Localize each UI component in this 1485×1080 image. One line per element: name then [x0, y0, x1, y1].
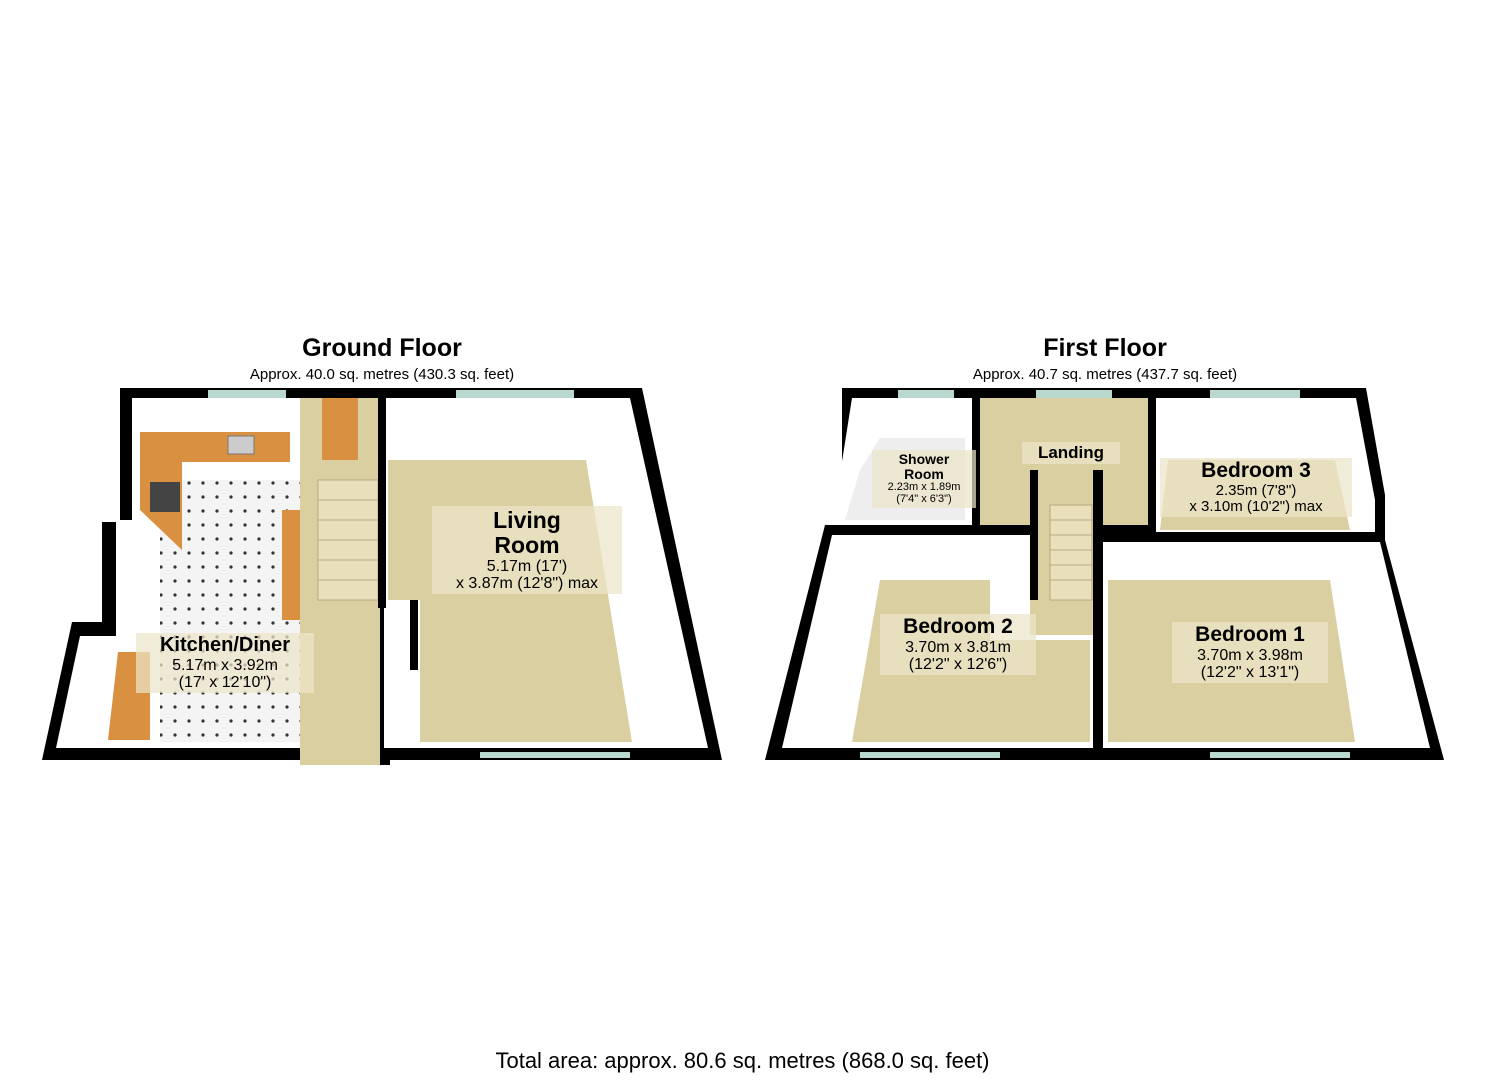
total-area: Total area: approx. 80.6 sq. metres (868… [495, 1048, 990, 1073]
bedroom-3-window [1210, 390, 1300, 398]
shower-room-dim-1: 2.23m x 1.89m [887, 481, 961, 494]
living-room-bay-window [480, 752, 630, 758]
shower-room-name-2: Room [904, 466, 944, 483]
shower-room-dim-2: (7'4" x 6'3") [896, 493, 952, 506]
bedroom-1-window [1210, 752, 1350, 758]
kitchen-worktop-right [282, 510, 302, 620]
kitchen-diner-name: Kitchen/Diner [159, 634, 291, 656]
ground-partition-wall-2 [410, 600, 418, 670]
living-room-window [456, 390, 574, 398]
kitchen-diner-dim-2: (17' x 12'10") [178, 673, 272, 691]
bedroom-1-name: Bedroom 1 [1195, 623, 1305, 646]
bedroom-2-dim-2: (12'2" x 12'6") [908, 655, 1008, 673]
landing-name: Landing [1037, 443, 1105, 462]
living-room-name-1: Living [493, 507, 561, 533]
bedroom-2-name: Bedroom 2 [903, 615, 1013, 638]
landing-label: Landing [1022, 442, 1120, 465]
kitchen-worktop-top [140, 432, 290, 550]
kitchen-diner-label: Kitchen/Diner 5.17m x 3.92m (17' x 12'10… [136, 633, 314, 694]
bedroom-2-window [860, 752, 1000, 758]
first-wall-stairs [1030, 470, 1038, 600]
first-floor-area: Approx. 40.7 sq. metres (437.7 sq. feet) [972, 366, 1238, 383]
first-wall-bed3 [1148, 398, 1156, 538]
first-floor-title: First Floor [1043, 334, 1167, 362]
shower-room-window [898, 390, 954, 398]
living-room-name-2: Room [494, 531, 560, 558]
ground-partition-wall [378, 398, 386, 608]
shower-room-name-1: Shower [898, 451, 950, 467]
landing-window [1036, 390, 1112, 398]
hob-icon [150, 482, 180, 512]
sink-icon [227, 435, 255, 455]
ground-floor-title: Ground Floor [302, 334, 462, 362]
bedroom-3-name: Bedroom 3 [1201, 459, 1311, 482]
shower-room-label: Shower Room 2.23m x 1.89m (7'4" x 6'3") [872, 450, 976, 508]
kitchen-diner-dim-1: 5.17m x 3.92m [172, 656, 278, 674]
bedroom-1-label: Bedroom 1 3.70m x 3.98m (12'2" x 13'1") [1172, 622, 1328, 684]
first-wall-bed2-top [825, 525, 980, 535]
first-stairs [1049, 504, 1093, 601]
bedroom-1-dim-2: (12'2" x 13'1") [1200, 663, 1300, 681]
first-wall-center [1093, 470, 1103, 750]
kitchen-window [208, 390, 286, 398]
bedroom-3-dim-1: 2.35m (7'8") [1215, 481, 1297, 499]
first-wall-bed1-top [1148, 532, 1383, 542]
living-room-dim-1: 5.17m (17') [486, 557, 568, 575]
bedroom-3-label: Bedroom 3 2.35m (7'8") x 3.10m (10'2") m… [1160, 458, 1352, 518]
bedroom-2-label: Bedroom 2 3.70m x 3.81m (12'2" x 12'6") [880, 614, 1036, 676]
first-wall-shower [972, 398, 980, 533]
front-door [322, 398, 358, 460]
ground-floor-area: Approx. 40.0 sq. metres (430.3 sq. feet) [249, 366, 515, 383]
bedroom-3-dim-2: x 3.10m (10'2") max [1189, 497, 1323, 515]
bedroom-1-dim-1: 3.70m x 3.98m [1197, 646, 1303, 664]
living-room-dim-2: x 3.87m (12'8") max [455, 574, 599, 592]
living-room-label: Living Room 5.17m (17') x 3.87m (12'8") … [432, 506, 622, 595]
bedroom-2-dim-1: 3.70m x 3.81m [905, 638, 1011, 656]
